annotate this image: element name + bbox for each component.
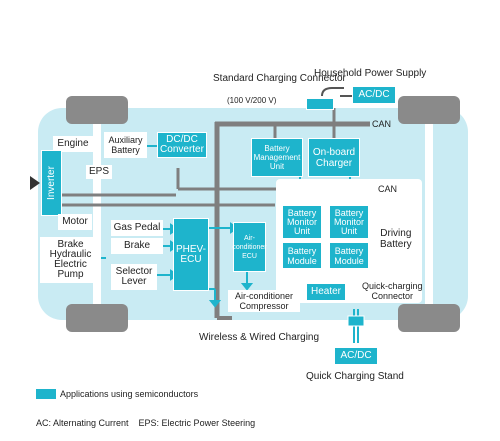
battery-module-2-block: Battery Module [329, 242, 369, 269]
wheel-front-right [66, 304, 128, 332]
gas-pedal-block: Gas Pedal [111, 220, 163, 236]
ac-dc-top-block: AC/DC [352, 86, 396, 104]
brake-hydraulic-pump-block: Brake Hydraulic Electric Pump [40, 237, 101, 283]
battery-monitor-unit-1-block: Battery Monitor Unit [282, 205, 322, 239]
wheel-rear-left [398, 96, 460, 124]
inverter-label: Inverter [45, 166, 57, 200]
heater-block: Heater [306, 283, 346, 301]
eps-block: EPS [86, 165, 112, 179]
ac-dc-bottom-block: AC/DC [334, 347, 378, 365]
engine-block: Engine [53, 136, 93, 152]
battery-module-1-block: Battery Module [282, 242, 322, 269]
battery-management-unit-block: Battery Management Unit [251, 138, 303, 177]
motor-block: Motor [58, 214, 92, 230]
inverter-block: Inverter [41, 150, 62, 216]
driving-battery-label: Driving Battery [380, 228, 412, 250]
quick-charging-connector-label: Quick-charging Connector [362, 281, 423, 301]
standard-charging-connector-block [306, 98, 334, 110]
front-arrow [30, 176, 40, 190]
front-axle [93, 124, 101, 304]
auxiliary-battery-block: Auxiliary Battery [104, 132, 147, 158]
can-top-label: CAN [372, 119, 392, 129]
aircon-ecu-block: Air- conditioner ECU [232, 222, 267, 272]
quick-charging-plug [347, 315, 365, 327]
abbreviations-note: AC: Alternating Current EPS: Electric Po… [36, 418, 256, 428]
wireless-wired-charging-label: Wireless & Wired Charging [199, 332, 320, 343]
aircon-compressor-block: Air-conditioner Compressor [228, 290, 300, 312]
brake-block: Brake [111, 238, 163, 254]
rear-axle [425, 124, 433, 304]
battery-monitor-unit-2-block: Battery Monitor Unit [329, 205, 369, 239]
legend-swatch [36, 389, 56, 399]
phev-ecu-block: PHEV- ECU [173, 218, 209, 291]
can-mid-label: CAN [378, 184, 398, 194]
wheel-front-left [66, 96, 128, 124]
standard-charging-voltage-label: (100 V/200 V) [227, 96, 277, 105]
household-power-supply-label: Household Power Supply [314, 68, 427, 79]
dcdc-converter-block: DC/DC Converter [157, 132, 207, 158]
onboard-charger-block: On-board Charger [308, 138, 360, 177]
legend-label: Applications using semiconductors [60, 389, 199, 399]
wheel-rear-right [398, 304, 460, 332]
quick-charging-stand-label: Quick Charging Stand [306, 371, 404, 382]
standard-charging-connector-label: Standard Charging Connector [213, 73, 346, 84]
selector-lever-block: Selector Lever [111, 264, 157, 290]
